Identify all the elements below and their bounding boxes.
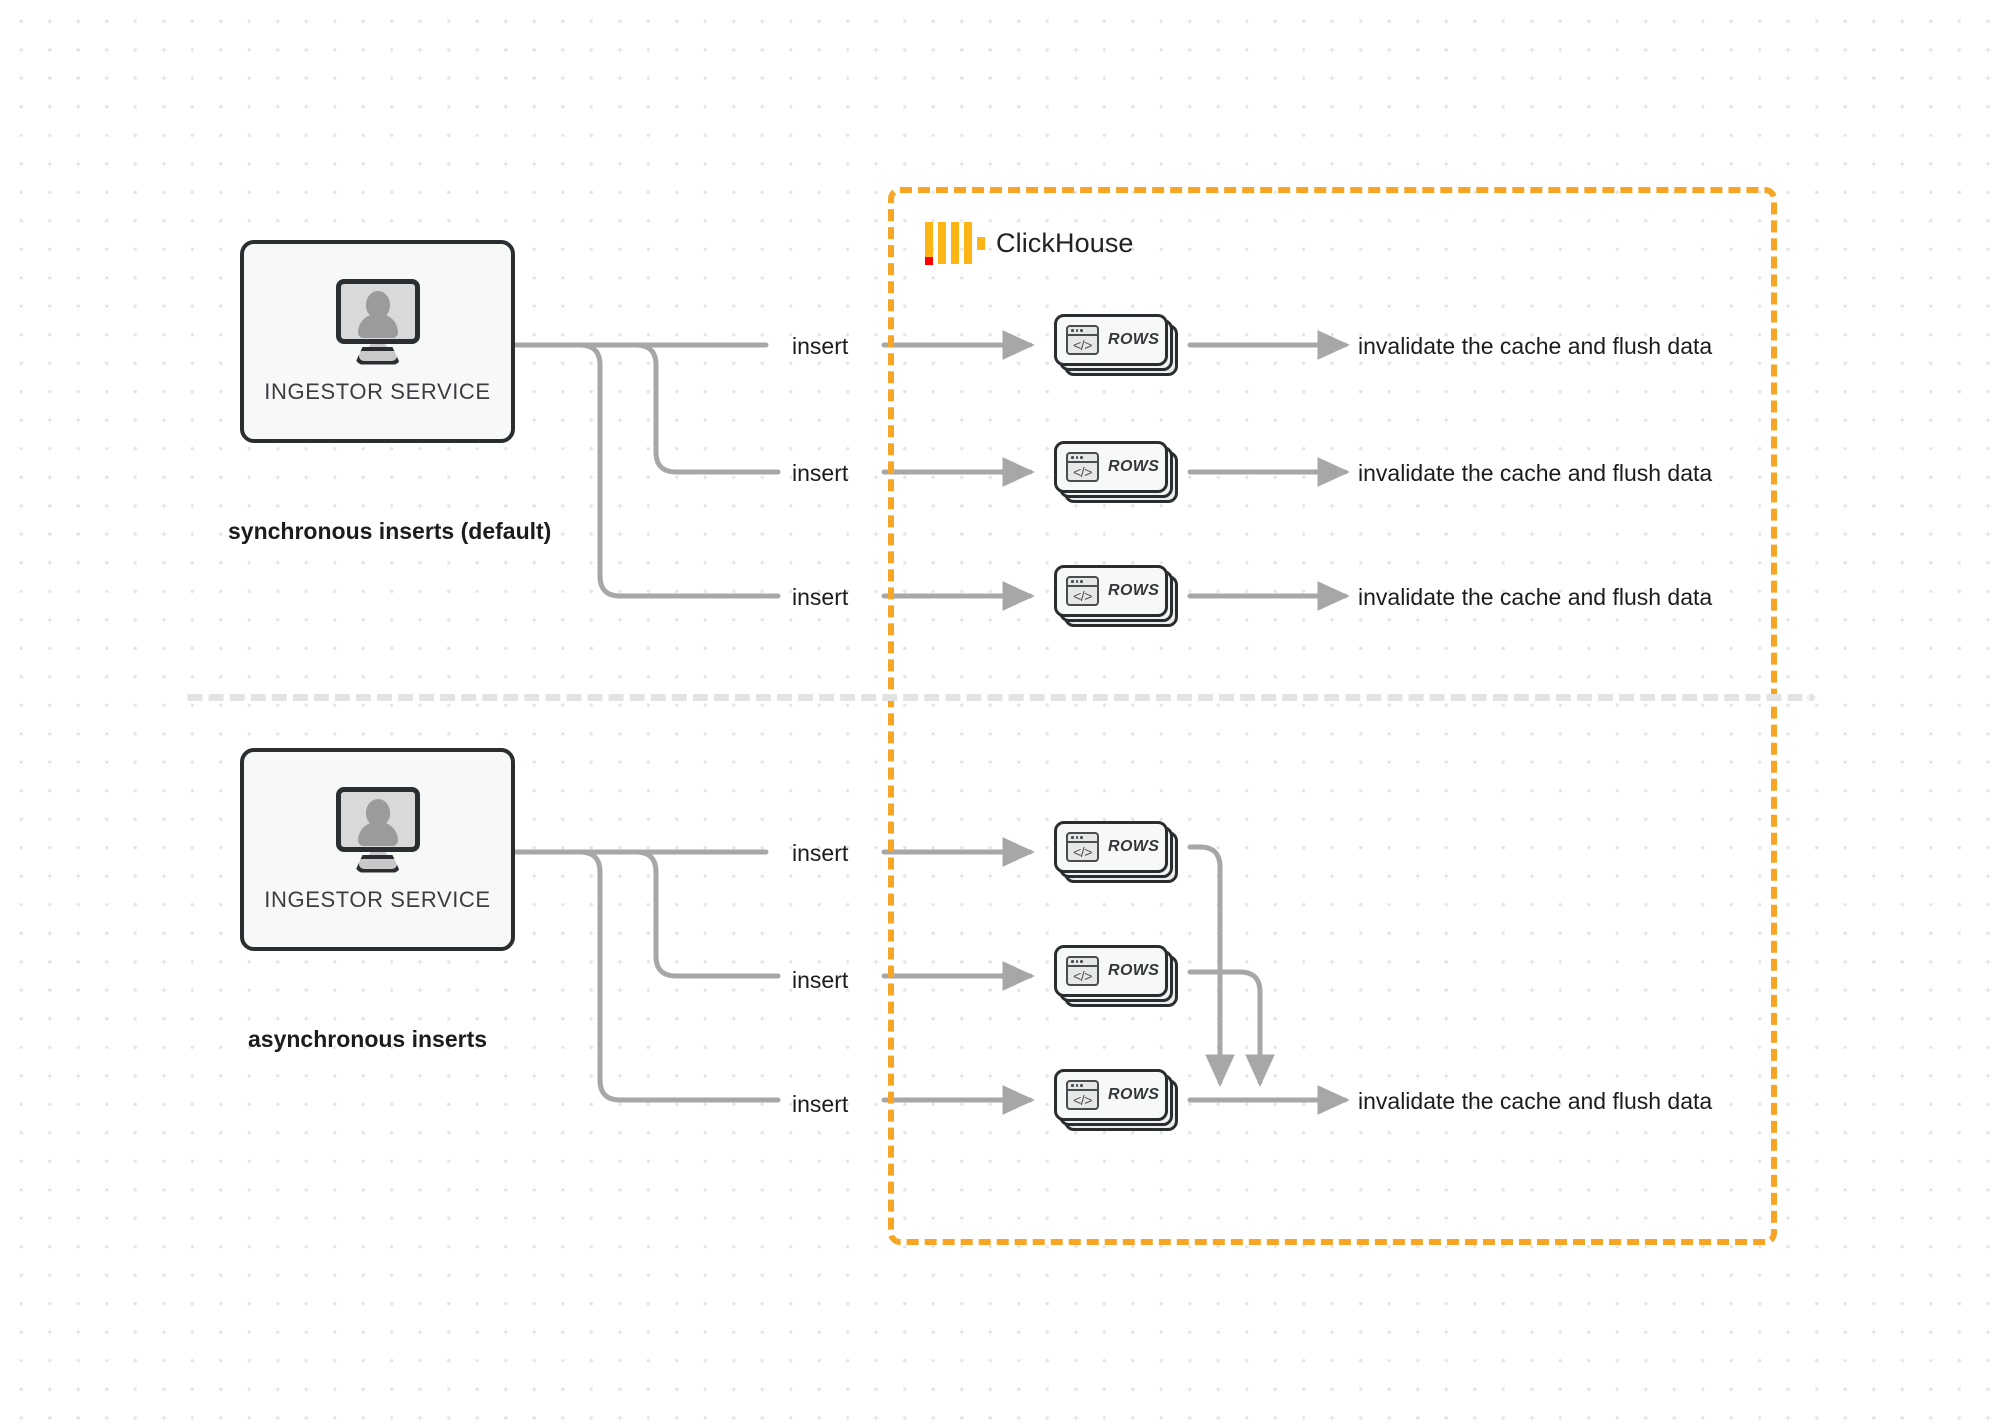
rows-node-label: ROWS bbox=[1108, 1086, 1160, 1103]
code-window-icon: </> bbox=[1066, 576, 1099, 606]
rows-node-label: ROWS bbox=[1108, 458, 1160, 475]
monitor-user-icon bbox=[333, 278, 423, 365]
rows-node-label: ROWS bbox=[1108, 331, 1160, 348]
code-window-icon: </> bbox=[1066, 832, 1099, 862]
insert-label-async-2: insert bbox=[792, 967, 849, 993]
caption-asynchronous: asynchronous inserts bbox=[248, 1026, 488, 1052]
insert-label-sync-3: insert bbox=[792, 584, 849, 610]
ingestor-service-sync[interactable]: INGESTOR SERVICE bbox=[240, 240, 515, 443]
flush-label-sync-1: invalidate the cache and flush data bbox=[1358, 333, 1713, 359]
flush-label-sync-2: invalidate the cache and flush data bbox=[1358, 460, 1713, 486]
ingestor-service-async[interactable]: INGESTOR SERVICE bbox=[240, 748, 515, 951]
insert-label-sync-2: insert bbox=[792, 460, 849, 486]
clickhouse-label: ClickHouse bbox=[996, 227, 1134, 258]
monitor-user-icon bbox=[333, 786, 423, 873]
ingestor-service-label-sync: INGESTOR SERVICE bbox=[264, 378, 491, 404]
caption-synchronous: synchronous inserts (default) bbox=[228, 518, 552, 544]
code-window-icon: </> bbox=[1066, 325, 1099, 355]
rows-node-async-3[interactable]: </> ROWS bbox=[1054, 1069, 1178, 1131]
ingestor-service-label-async: INGESTOR SERVICE bbox=[264, 886, 491, 912]
edge-async-branch-2 bbox=[597, 849, 781, 979]
insert-label-async-1: insert bbox=[792, 840, 849, 866]
edge-async-branch-3 bbox=[569, 849, 781, 1103]
rows-node-async-1[interactable]: </> ROWS bbox=[1054, 821, 1178, 883]
edge-sync-branch-2 bbox=[597, 342, 781, 475]
code-window-icon: </> bbox=[1066, 452, 1099, 482]
rows-node-label: ROWS bbox=[1108, 962, 1160, 979]
rows-node-sync-2[interactable]: </> ROWS bbox=[1054, 441, 1178, 503]
clickhouse-boundary bbox=[888, 187, 1777, 1245]
rows-node-label: ROWS bbox=[1108, 838, 1160, 855]
rows-node-sync-1[interactable]: </> ROWS bbox=[1054, 314, 1178, 376]
rows-node-sync-3[interactable]: </> ROWS bbox=[1054, 565, 1178, 627]
rows-node-async-2[interactable]: </> ROWS bbox=[1054, 945, 1178, 1007]
section-divider bbox=[185, 694, 1815, 701]
edge-sync-branch-3 bbox=[569, 342, 781, 599]
code-window-icon: </> bbox=[1066, 1080, 1099, 1110]
insert-label-sync-1: insert bbox=[792, 333, 849, 359]
rows-node-label: ROWS bbox=[1108, 582, 1160, 599]
clickhouse-brand: ClickHouse bbox=[925, 222, 1134, 265]
code-window-icon: </> bbox=[1066, 956, 1099, 986]
flush-label-sync-3: invalidate the cache and flush data bbox=[1358, 584, 1713, 610]
insert-label-async-3: insert bbox=[792, 1091, 849, 1117]
clickhouse-logo-icon bbox=[925, 222, 985, 265]
flush-label-async-merged: invalidate the cache and flush data bbox=[1358, 1088, 1713, 1114]
